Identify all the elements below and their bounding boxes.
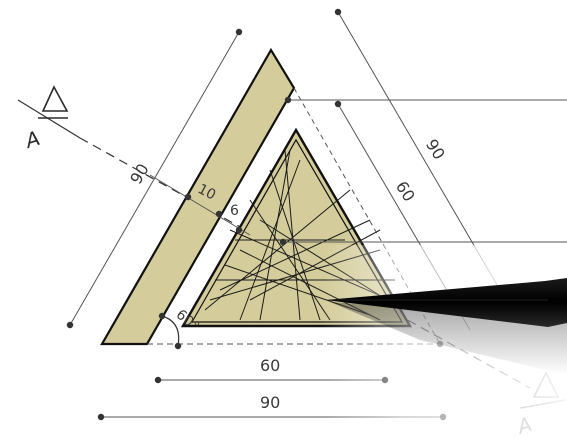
dim-right-inner: 60 <box>392 178 419 205</box>
dim-bottom-outer: 90 <box>260 393 280 412</box>
pencil <box>325 278 567 375</box>
dim-bottom-inner: 60 <box>260 356 280 375</box>
section-letter-top: A <box>20 126 42 154</box>
dim-slanted-gap: 6 <box>230 203 239 219</box>
section-marker-top: A <box>20 85 69 154</box>
dim-slanted-outer: 90 <box>126 160 153 187</box>
triangle-icon <box>41 85 69 112</box>
dim-right-outer: 90 <box>422 136 449 163</box>
pencil-body <box>325 278 567 327</box>
dim-slanted-thickness: 10 <box>195 181 218 203</box>
angle-arc <box>161 315 180 347</box>
